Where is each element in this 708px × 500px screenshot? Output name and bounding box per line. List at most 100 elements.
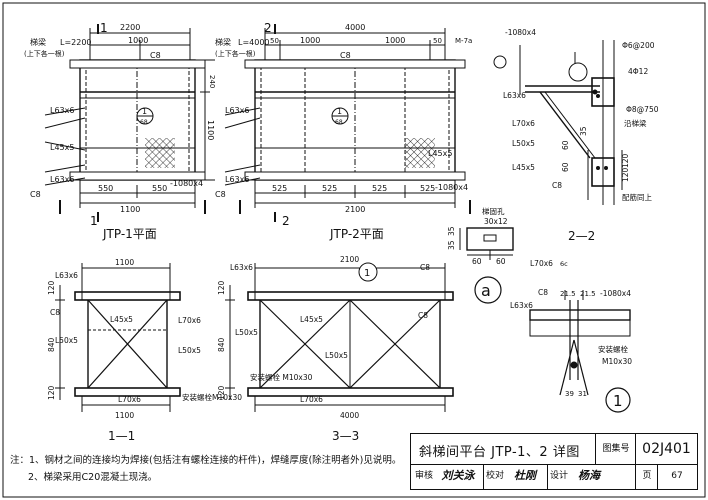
detail-d0: 21.5: [560, 290, 576, 298]
sec22-d1: 60: [561, 162, 570, 172]
sec11-l70: L70x6: [178, 316, 201, 325]
plan2-50l: 50: [270, 37, 279, 45]
sec22-plate: -1080x4: [505, 28, 536, 37]
detail-1-text: C8 21.5 21.5 -1080x4 L63x6 安装螺栓 M10x30 3…: [510, 288, 632, 410]
plan1-beam-note: (上下各一根): [24, 49, 65, 58]
plan1-top-mid: 1000: [128, 36, 148, 45]
sec22-rebar2: 4Φ12: [628, 67, 648, 76]
sec33-l50: L50x5: [235, 328, 258, 337]
anchor-tag: 6c: [560, 260, 568, 268]
anchor-d2: 60: [496, 257, 506, 266]
plan2-seg3: 525: [420, 184, 435, 193]
sec11-l1: 840: [47, 337, 56, 352]
anchor-h2: 35: [447, 240, 456, 250]
plan2-l45: L45x5: [428, 149, 452, 158]
detail-b1: 31: [578, 390, 587, 398]
check-label: 校对: [483, 464, 506, 489]
sec33-l45: L45x5: [300, 315, 323, 324]
title-block: 斜梯间平台 JTP-1、2 详图 图集号 02J401 审核 刘关泳 校对 杜刚…: [410, 433, 698, 490]
sec33-l70: L70x6: [300, 395, 323, 404]
plan1-beam: 梯梁: [30, 37, 46, 47]
sec11-l70b: L70x6: [118, 395, 141, 404]
plan2-l63a: L63x6: [225, 106, 249, 115]
plan-jtp1: [44, 24, 215, 222]
anchor-size: 30x12: [484, 217, 508, 226]
plan2-title: JTP-2平面: [329, 227, 384, 241]
page-label: 页: [635, 464, 658, 489]
plan1-height: 1100: [206, 120, 215, 140]
note-2: 2、梯梁采用C20混凝土现浇。: [28, 472, 158, 483]
anchor-detail: [459, 227, 514, 304]
sec11-bolt: 安装螺栓M10x30: [182, 392, 242, 402]
atlas-number: 02J401: [635, 434, 697, 464]
sec22-d0: 60: [561, 140, 570, 150]
plan2-seg2: 525: [372, 184, 387, 193]
plan1-l45: L45x5: [50, 143, 74, 152]
sec22-title: 2—2: [568, 229, 595, 243]
sec22-edge: 沿梯梁: [624, 118, 647, 128]
plan2-c8: C8: [340, 51, 351, 60]
sec22-rebar3: Φ8@750: [626, 105, 659, 114]
anchor-d1: 60: [472, 257, 482, 266]
plan2-l63b: L63x6: [225, 175, 249, 184]
plan1-l63a: L63x6: [50, 106, 74, 115]
plan1-top-total: 2200: [120, 23, 140, 32]
plan2-seg1: 525: [322, 184, 337, 193]
sec11-l45: L45x5: [110, 315, 133, 324]
plan2-beam-note: (上下各一根): [215, 49, 256, 58]
detail-b0: 39: [565, 390, 574, 398]
plan2-seg0: 525: [272, 184, 287, 193]
section-1-1-text: 1100 120 840 120 1100 L63x6 C8 L45x5 L50…: [47, 258, 242, 443]
plan2-detail-no: 1: [337, 107, 342, 116]
plan1-detail-no: 1: [142, 107, 147, 116]
sec11-title: 1—1: [108, 429, 135, 443]
plan-jtp2-text: 4000 1000 1000 50 50 L=4000 梯梁 (上下各一根) M…: [215, 21, 472, 241]
sec33-l0: 120: [217, 280, 226, 295]
note-1: 注：1、钢材之间的连接均为焊接(包括注有螺栓连接的杆件)，焊缝厚度(除注明者外)…: [10, 455, 402, 466]
sec33-top: 2100: [340, 255, 359, 264]
anchor-angle: L70x6: [530, 259, 553, 268]
plan1-l63b: L63x6: [50, 175, 74, 184]
plan1-cut-bot: 1: [90, 214, 98, 228]
title-block-top-row: 斜梯间平台 JTP-1、2 详图 图集号 02J401: [411, 434, 697, 465]
review-signature: 刘关泳: [441, 469, 475, 482]
sec22-match: 配筋同上: [622, 192, 652, 202]
sec33-callout: 1: [364, 268, 370, 279]
sec22-l70: L70x6: [512, 119, 535, 128]
detail-callout: 1: [613, 392, 623, 410]
design-label: 设计: [547, 464, 570, 489]
detail-bolt-size: M10x30: [602, 357, 632, 366]
anchor-title: 梯固孔: [482, 206, 505, 216]
plan1-title: JTP-1平面: [102, 227, 157, 241]
sec11-l2: 120: [47, 385, 56, 400]
plan1-bottom-r: 550: [152, 184, 167, 193]
plan2-bottom-total: 2100: [345, 205, 365, 214]
section-3-3-text: 2100 120 840 120 4000 L63x6 C8 L45x5 L50…: [217, 255, 430, 443]
plan-jtp1-text: 2200 1000 L=2200 梯梁 (上下各一根) C8 240 1100 …: [24, 21, 216, 241]
plan1-c8-top: C8: [150, 51, 161, 60]
sec22-d2: 35: [579, 126, 588, 136]
detail-plate: -1080x4: [600, 289, 631, 298]
sec22-l50: L50x5: [512, 139, 535, 148]
sec33-bottom: 4000: [340, 411, 359, 420]
sec22-c8: C8: [552, 181, 562, 190]
sec11-bottom: 1100: [115, 411, 134, 420]
check-signature: 杜刚: [514, 469, 536, 482]
plan2-m7: M-7a: [455, 37, 472, 45]
anchor-h1: 35: [447, 226, 456, 236]
plan1-l: L=2200: [60, 38, 92, 47]
plan2-cut-top: 2: [264, 21, 272, 35]
section-3-3: [225, 262, 454, 412]
plan2-50r: 50: [433, 37, 442, 45]
drawing-notes: 注：1、钢材之间的连接均为焊接(包括注有螺栓连接的杆件)，焊缝厚度(除注明者外)…: [10, 452, 401, 486]
sec11-c8: C8: [50, 308, 60, 317]
plan2-top-total: 4000: [345, 23, 365, 32]
detail-1: [529, 290, 631, 413]
plan1-detail-sheet: 68: [140, 119, 148, 126]
plan1-plate: -1080x4: [170, 179, 203, 188]
plan1-bottom-l: 550: [98, 184, 113, 193]
plan1-c8-bot: C8: [30, 190, 41, 199]
sec33-l1: 840: [217, 337, 226, 352]
sec33-bolt: 安装螺栓 M10x30: [250, 372, 313, 382]
